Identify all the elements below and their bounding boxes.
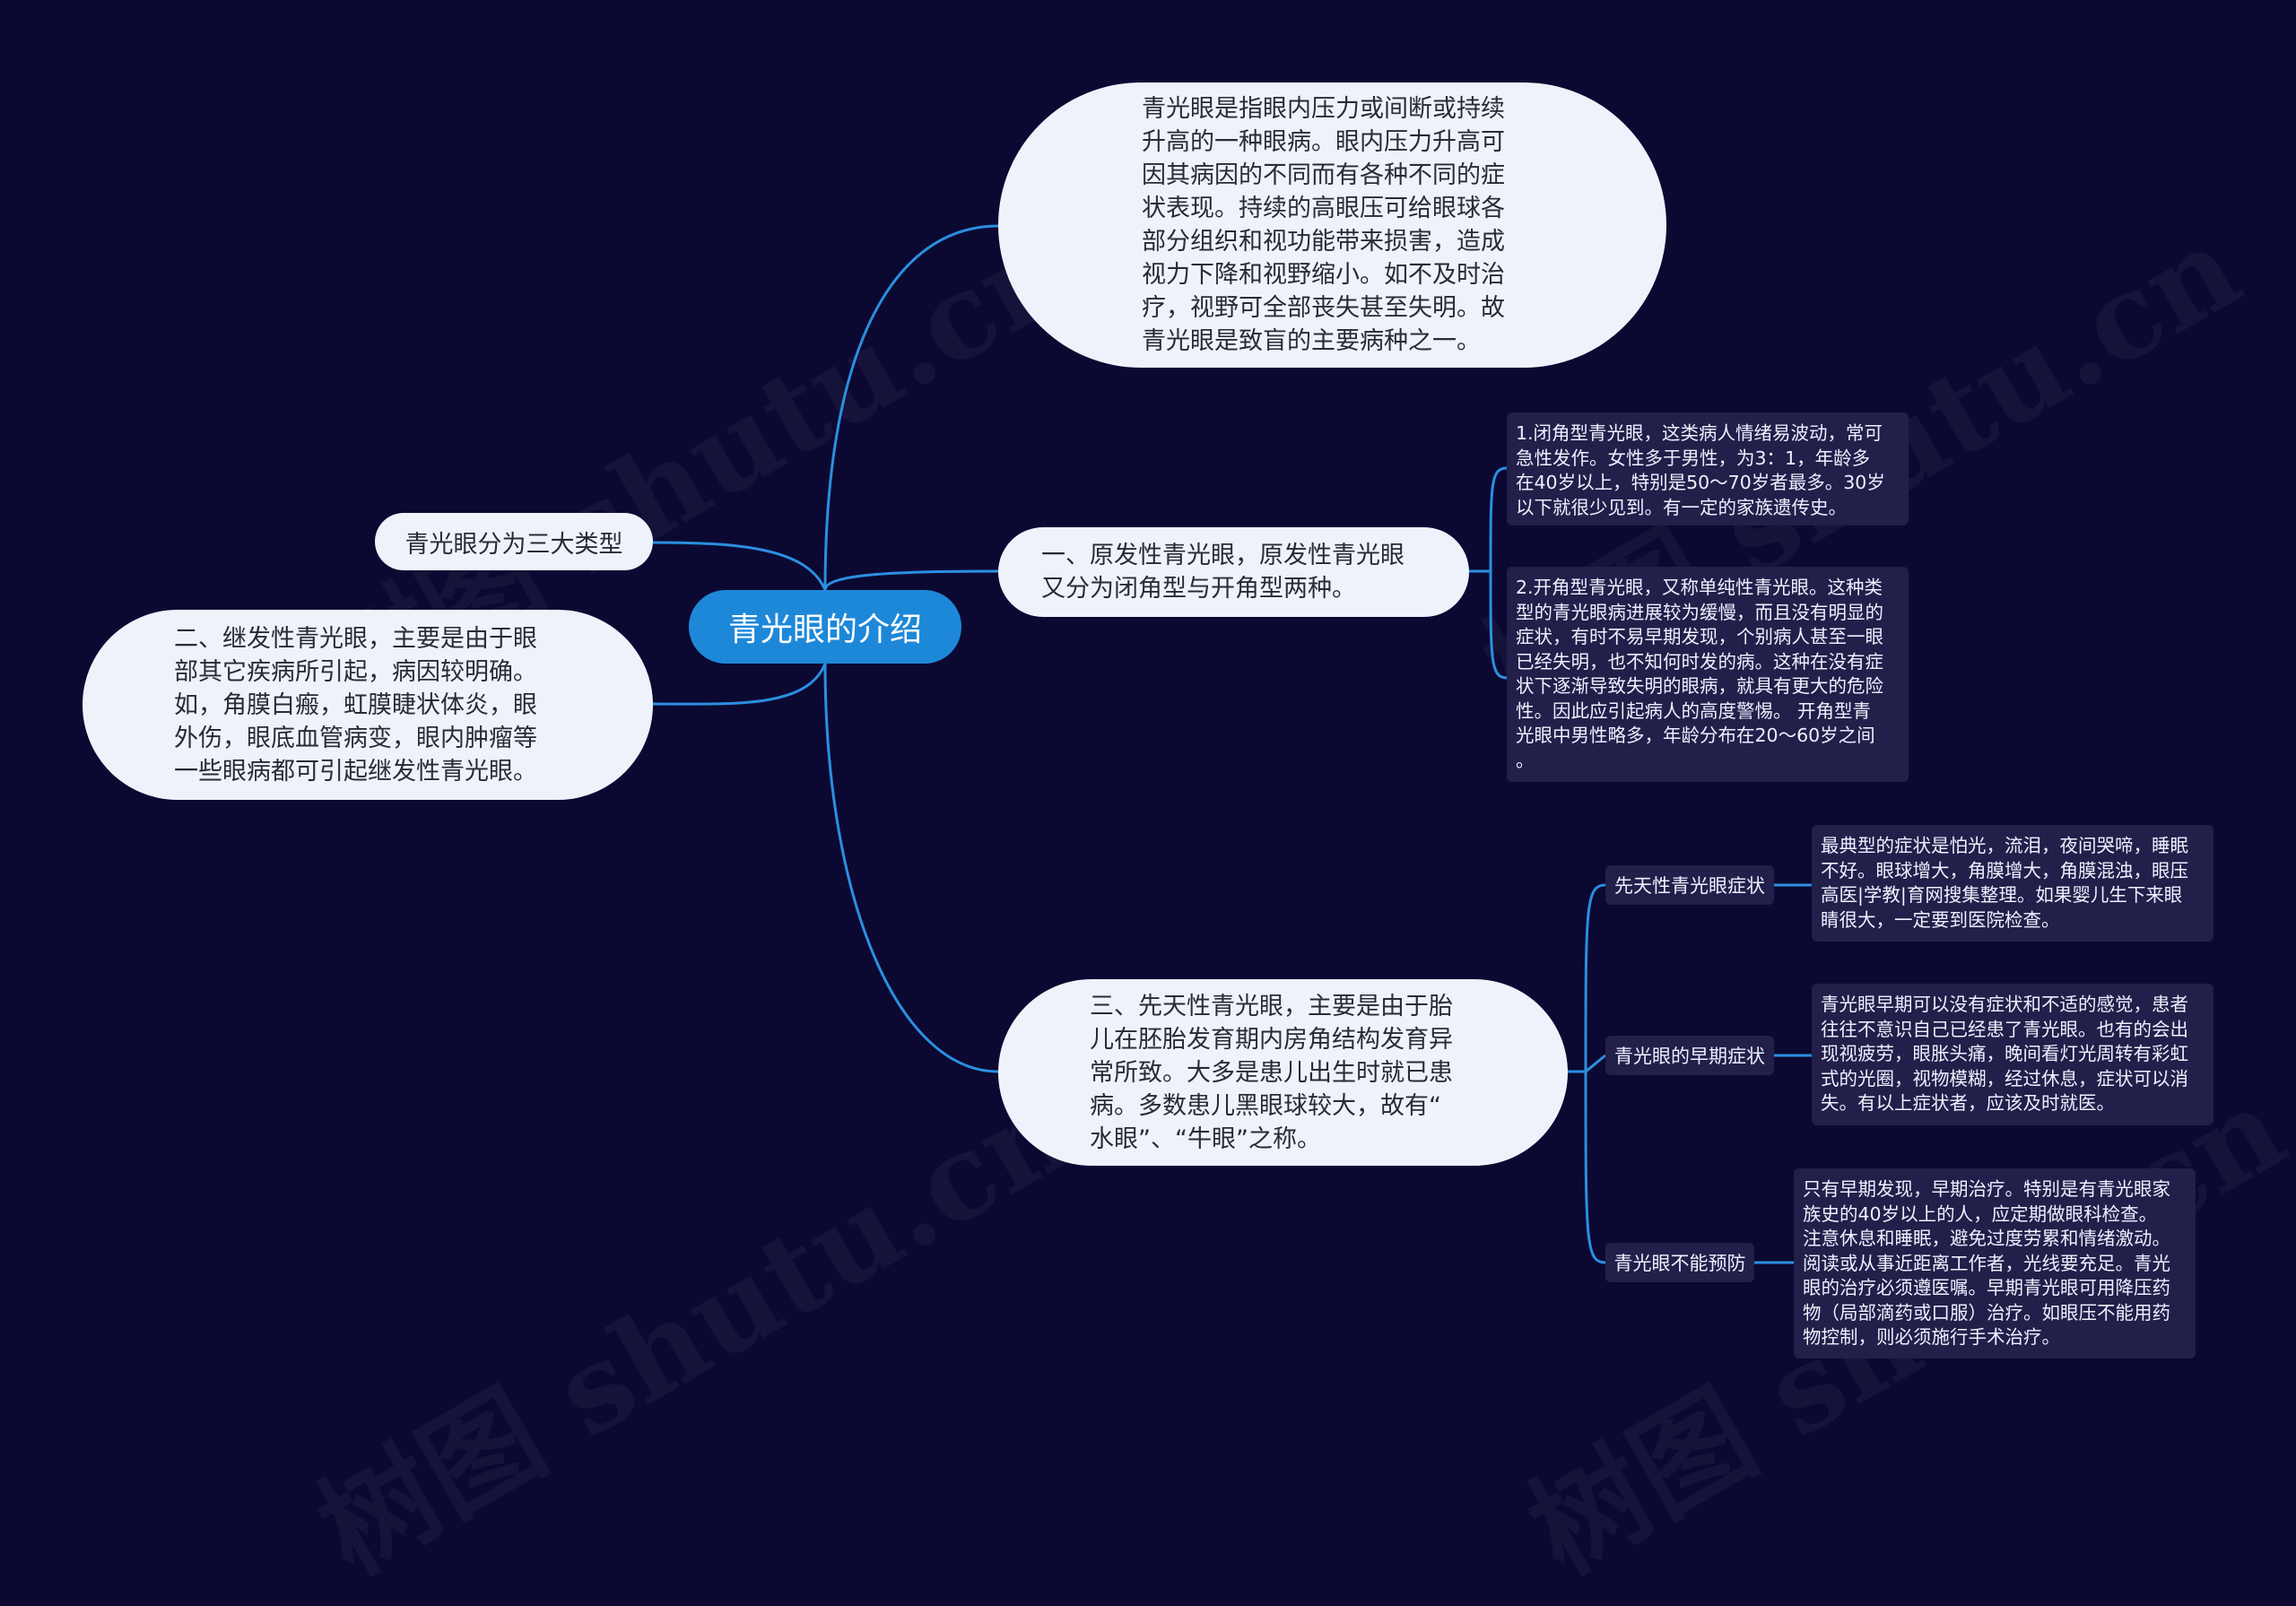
link-congenital-prevent: [1584, 1071, 1606, 1264]
types-label-node[interactable]: 青光眼分为三大类型: [375, 513, 653, 570]
congenital-node[interactable]: 三、先天性青光眼，主要是由于胎 儿在胚胎发育期内房角结构发育异 常所致。大多是患…: [998, 979, 1568, 1166]
root-node[interactable]: 青光眼的介绍: [689, 590, 961, 664]
link-root-definition: [823, 224, 999, 591]
link-root-types: [652, 541, 827, 591]
closed-angle-node[interactable]: 1.闭角型青光眼，这类病人情绪易波动，常可 急性发作。女性多于男性，为3：1，年…: [1507, 412, 1909, 525]
link-primary-open: [1489, 570, 1508, 680]
prevention-detail[interactable]: 只有早期发现，早期治疗。特别是有青光眼家 族史的40岁以上的人，应定期做眼科检查…: [1794, 1168, 2196, 1359]
secondary-node[interactable]: 二、继发性青光眼，主要是由于眼 部其它疾病所引起，病因较明确。 如，角膜白瘢，虹…: [83, 610, 653, 800]
definition-text: 青光眼是指眼内压力或间断或持续 升高的一种眼病。眼内压力升高可 因其病因的不同而…: [1142, 95, 1505, 355]
link-root-congenital: [823, 663, 999, 1073]
congenital-text: 三、先天性青光眼，主要是由于胎 儿在胚胎发育期内房角结构发育异 常所致。大多是患…: [1090, 992, 1453, 1153]
secondary-text: 二、继发性青光眼，主要是由于眼 部其它疾病所引起，病因较明确。 如，角膜白瘢，虹…: [174, 624, 537, 786]
prevention-label[interactable]: 青光眼不能预防: [1605, 1243, 1754, 1282]
link-congenital-early: [1585, 1054, 1606, 1073]
definition-node[interactable]: 青光眼是指眼内压力或间断或持续 升高的一种眼病。眼内压力升高可 因其病因的不同而…: [998, 82, 1666, 368]
primary-text: 一、原发性青光眼，原发性青光眼 又分为闭角型与开角型两种。: [1041, 542, 1405, 603]
congenital-symptom-detail[interactable]: 最典型的症状是怕光，流泪，夜间哭啼，睡眠 不好。眼球增大，角膜增大，角膜混浊，眼…: [1812, 825, 2213, 942]
link-root-secondary: [652, 663, 827, 706]
open-angle-node[interactable]: 2.开角型青光眼，又称单纯性青光眼。这种类 型的青光眼病进展较为缓慢，而且没有明…: [1507, 567, 1909, 782]
link-root-primary: [823, 569, 999, 591]
primary-node[interactable]: 一、原发性青光眼，原发性青光眼 又分为闭角型与开角型两种。: [998, 527, 1469, 617]
link-congenital-symptom: [1584, 883, 1606, 1072]
connector-lines: [652, 224, 1812, 1264]
early-symptom-label[interactable]: 青光眼的早期症状: [1605, 1036, 1774, 1075]
congenital-symptom-label[interactable]: 先天性青光眼症状: [1605, 865, 1774, 905]
early-symptom-detail[interactable]: 青光眼早期可以没有症状和不适的感觉，患者 往往不意识自己已经患了青光眼。也有的会…: [1812, 984, 2213, 1125]
link-primary-closed: [1489, 466, 1508, 572]
